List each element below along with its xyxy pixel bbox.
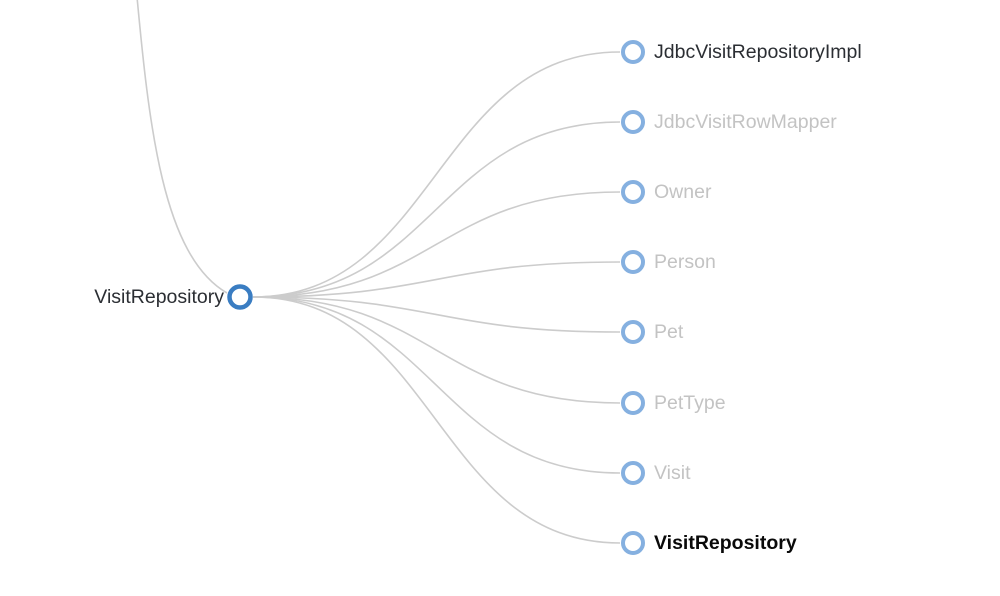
tree-link-child-1 — [252, 121, 621, 298]
tree-link-child-2 — [252, 191, 621, 298]
child-node-circle-6[interactable] — [621, 461, 645, 485]
parent-node-label[interactable]: VisitRepository — [94, 286, 224, 308]
tree-link-child-3 — [252, 261, 621, 298]
child-node-circle-7[interactable] — [621, 531, 645, 555]
tree-link-child-7 — [252, 296, 621, 544]
root-incoming-link — [136, 0, 228, 294]
child-node-circle-0[interactable] — [621, 40, 645, 64]
child-node-label-5[interactable]: PetType — [654, 392, 726, 414]
child-node-label-3[interactable]: Person — [654, 251, 716, 273]
child-node-label-2[interactable]: Owner — [654, 181, 712, 203]
tree-link-child-5 — [252, 296, 621, 404]
child-node-label-7[interactable]: VisitRepository — [654, 532, 797, 554]
tree-link-child-6 — [252, 296, 621, 474]
parent-node-circle[interactable] — [227, 284, 253, 310]
child-node-circle-5[interactable] — [621, 391, 645, 415]
child-node-label-4[interactable]: Pet — [654, 321, 684, 343]
child-node-circle-4[interactable] — [621, 320, 645, 344]
child-node-label-6[interactable]: Visit — [654, 462, 691, 484]
child-node-label-1[interactable]: JdbcVisitRowMapper — [654, 111, 837, 133]
child-node-circle-2[interactable] — [621, 180, 645, 204]
child-node-label-0[interactable]: JdbcVisitRepositoryImpl — [654, 41, 862, 63]
child-node-circle-3[interactable] — [621, 250, 645, 274]
tree-link-child-0 — [252, 51, 621, 298]
child-node-circle-1[interactable] — [621, 110, 645, 134]
tree-link-child-4 — [252, 296, 621, 333]
